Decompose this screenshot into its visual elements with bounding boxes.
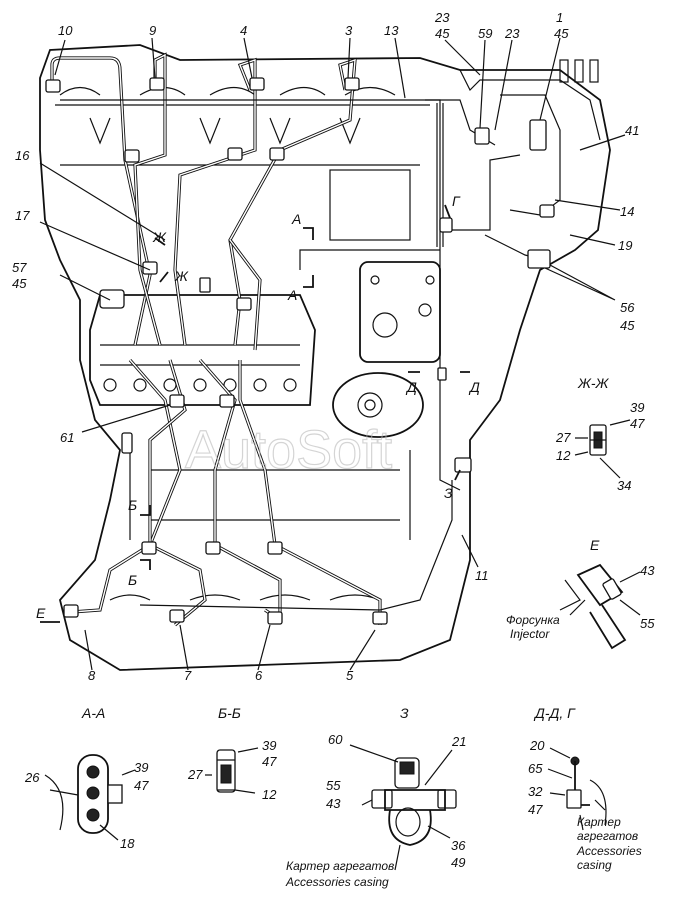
pipe-clamps <box>45 77 555 625</box>
callout-45c: 45 <box>620 318 635 333</box>
high-pressure-pipes <box>50 52 546 627</box>
view-z-43: 43 <box>326 796 341 811</box>
view-e-caption-en: Injector <box>510 627 550 641</box>
mark-z: З <box>444 485 453 501</box>
view-e-55: 55 <box>640 616 655 631</box>
view-z-caption-ru: Картер агрегатов <box>286 859 394 873</box>
view-zh-zh-12: 12 <box>556 448 571 463</box>
callout-45b: 45 <box>554 26 569 41</box>
callout-59: 59 <box>478 26 492 41</box>
view-zh-zh-27: 27 <box>555 430 571 445</box>
watermark: AutoSoft <box>185 420 392 480</box>
view-z-36: 36 <box>451 838 466 853</box>
view-d-d-g-caption-en-2: casing <box>577 858 612 872</box>
view-a-a-title: А-А <box>81 705 105 721</box>
callout-5: 5 <box>346 668 354 683</box>
view-z-55: 55 <box>326 778 341 793</box>
view-z-60: 60 <box>328 732 343 747</box>
view-d-d-g-47: 47 <box>528 802 543 817</box>
callout-13: 13 <box>384 23 399 38</box>
callout-56: 56 <box>620 300 635 315</box>
view-b-b-39: 39 <box>262 738 276 753</box>
main-callout-labels: 10 9 4 3 13 23 45 59 23 1 45 41 14 19 56… <box>12 10 639 683</box>
callout-1: 1 <box>556 10 563 25</box>
view-a-a-47: 47 <box>134 778 149 793</box>
callout-6: 6 <box>255 668 263 683</box>
callout-16: 16 <box>15 148 30 163</box>
engine-block <box>39 44 611 671</box>
mark-e: Е <box>36 605 46 621</box>
view-zh-zh-34: 34 <box>617 478 631 493</box>
view-b-b-27: 27 <box>187 767 203 782</box>
callout-45d: 45 <box>12 276 27 291</box>
view-d-d-g-65: 65 <box>528 761 543 776</box>
section-marks <box>40 204 470 623</box>
callout-19: 19 <box>618 238 632 253</box>
view-e: Е 43 55 Форсунка Injector <box>506 537 655 650</box>
callout-9: 9 <box>149 23 156 38</box>
view-d-d-g-20: 20 <box>529 738 545 753</box>
view-zh-zh-39: 39 <box>630 400 644 415</box>
callout-41: 41 <box>625 123 639 138</box>
callout-23a: 23 <box>434 10 450 25</box>
mark-b-bottom: Б <box>128 572 137 588</box>
callout-4: 4 <box>240 23 247 38</box>
view-z-49: 49 <box>451 855 465 870</box>
mark-zh-bottom: Ж <box>174 268 189 284</box>
view-b-b: Б-Б 39 47 27 12 <box>187 705 277 802</box>
callout-45a: 45 <box>435 26 450 41</box>
view-d-d-g-title: Д-Д, Г <box>533 705 576 721</box>
view-e-title: Е <box>590 537 600 553</box>
callout-11: 11 <box>475 568 489 583</box>
view-a-a-39: 39 <box>134 760 148 775</box>
callout-14: 14 <box>620 204 634 219</box>
view-zh-zh-47: 47 <box>630 416 645 431</box>
callout-10: 10 <box>58 23 73 38</box>
view-d-d-g: Д-Д, Г 20 65 32 47 Картер агрегатов Acce… <box>528 705 642 872</box>
view-zh-zh-title: Ж-Ж <box>577 375 610 391</box>
mark-d-right: Д <box>468 379 480 395</box>
view-d-d-g-caption-ru-1: Картер <box>577 815 621 829</box>
view-b-b-title: Б-Б <box>218 705 241 721</box>
mark-b-top: Б <box>128 497 137 513</box>
mark-g: Г <box>452 193 461 209</box>
view-z-caption-en: Accessories casing <box>285 875 389 889</box>
callout-8: 8 <box>88 668 96 683</box>
callout-61: 61 <box>60 430 74 445</box>
view-b-b-47: 47 <box>262 754 277 769</box>
view-e-caption-ru: Форсунка <box>506 613 560 627</box>
view-d-d-g-caption-ru-2: агрегатов <box>577 829 638 843</box>
leader-lines <box>39 37 626 671</box>
mark-zh-top: Ж <box>152 229 167 245</box>
view-z-21: 21 <box>451 734 466 749</box>
mark-a-bottom: А <box>287 287 297 303</box>
view-d-d-g-32: 32 <box>528 784 543 799</box>
callout-3: 3 <box>345 23 353 38</box>
mark-d-left: Д <box>405 379 417 395</box>
view-a-a-18: 18 <box>120 836 135 851</box>
view-z-title: З <box>400 705 409 721</box>
callout-23b: 23 <box>504 26 520 41</box>
callout-57: 57 <box>12 260 27 275</box>
view-b-b-12: 12 <box>262 787 277 802</box>
view-zh-zh: Ж-Ж 39 47 27 12 34 <box>555 375 645 493</box>
view-d-d-g-caption-en-1: Accessories <box>576 844 642 858</box>
callout-7: 7 <box>184 668 192 683</box>
view-a-a-26: 26 <box>24 770 40 785</box>
view-e-43: 43 <box>640 563 655 578</box>
view-a-a: А-А 26 39 47 18 <box>24 705 149 851</box>
callout-17: 17 <box>15 208 30 223</box>
mark-a-top: А <box>291 211 301 227</box>
view-z: З 60 21 55 43 36 49 Картер агрегатов Acc… <box>285 705 466 889</box>
section-mark-letters: А А Ж Ж Г Д Д З Б Б Е <box>36 193 480 621</box>
